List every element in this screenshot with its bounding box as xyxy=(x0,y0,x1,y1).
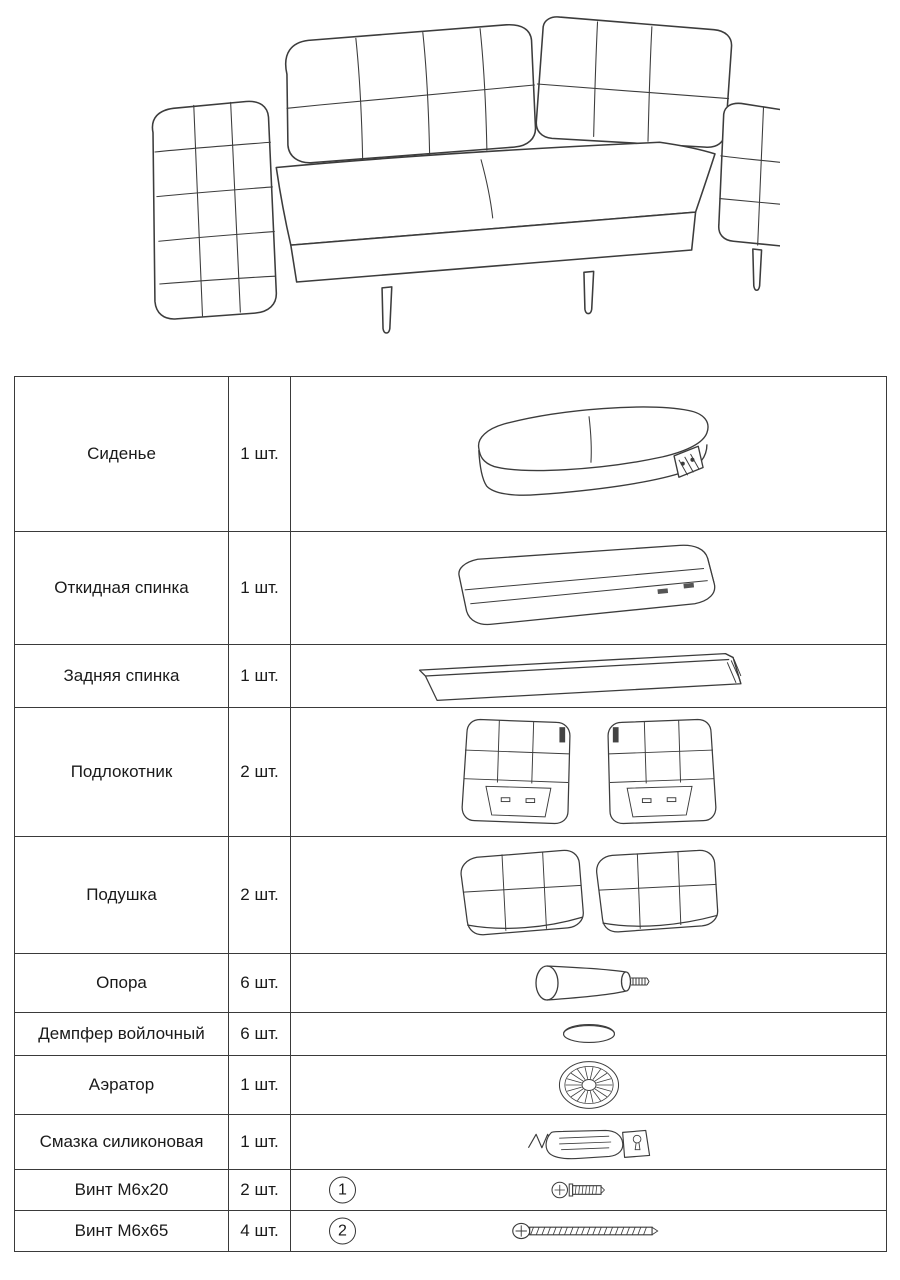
table-row-rear-back: Задняя спинка 1 шт. xyxy=(14,644,887,708)
part-qty: 2 шт. xyxy=(228,1169,291,1211)
part-name: Сиденье xyxy=(14,376,229,532)
part-name: Опора xyxy=(14,953,229,1013)
table-row-armrest: Подлокотник 2 шт. xyxy=(14,707,887,837)
part-illustration-cell xyxy=(290,376,887,532)
part-name: Подлокотник xyxy=(14,707,229,837)
assembled-sofa-section xyxy=(0,0,900,372)
table-row-felt-damper: Демпфер войлочный 6 шт. xyxy=(14,1012,887,1056)
table-row-silicone-grease: Смазка силиконовая 1 шт. xyxy=(14,1114,887,1170)
assembled-sofa-illustration xyxy=(151,16,780,334)
part-name: Откидная спинка xyxy=(14,531,229,645)
part-name: Демпфер войлочный xyxy=(14,1012,229,1056)
cushion-drawing-icon xyxy=(459,849,718,936)
part-qty: 1 шт. xyxy=(228,1055,291,1115)
table-row-leg-support: Опора 6 шт. xyxy=(14,953,887,1013)
armrest-drawing-icon xyxy=(461,718,716,825)
part-illustration-cell xyxy=(290,1012,887,1056)
screw-marker-1: 1 xyxy=(329,1176,356,1204)
part-qty: 6 шт. xyxy=(228,953,291,1013)
part-illustration-cell xyxy=(290,836,887,954)
parts-table: Сиденье 1 шт. xyxy=(14,376,887,1252)
screw-m6x20-drawing-icon xyxy=(551,1181,605,1199)
part-name: Винт М6х20 xyxy=(14,1169,229,1211)
part-qty: 1 шт. xyxy=(228,376,291,532)
part-illustration-cell xyxy=(290,1114,887,1170)
leg-support-drawing-icon xyxy=(534,965,650,1001)
part-illustration-cell xyxy=(290,644,887,708)
table-row-aerator: Аэратор 1 шт. xyxy=(14,1055,887,1115)
part-illustration-cell: 2 xyxy=(290,1210,887,1252)
part-qty: 2 шт. xyxy=(228,836,291,954)
part-illustration-cell: 1 xyxy=(290,1169,887,1211)
part-name: Задняя спинка xyxy=(14,644,229,708)
aerator-drawing-icon xyxy=(558,1061,619,1109)
seat-part-drawing-icon xyxy=(477,406,709,496)
part-illustration-cell xyxy=(290,707,887,837)
part-qty: 2 шт. xyxy=(228,707,291,837)
part-qty: 4 шт. xyxy=(228,1210,291,1252)
table-row-cushion: Подушка 2 шт. xyxy=(14,836,887,954)
screw-m6x65-drawing-icon xyxy=(511,1222,658,1240)
rear-back-panel-drawing-icon xyxy=(418,652,742,701)
part-qty: 1 шт. xyxy=(228,644,291,708)
part-name: Винт М6х65 xyxy=(14,1210,229,1252)
part-illustration-cell xyxy=(290,531,887,645)
folding-backrest-drawing-icon xyxy=(457,544,715,626)
felt-damper-drawing-icon xyxy=(562,1024,615,1044)
table-row-screw-m6x65: Винт М6х65 4 шт. 2 xyxy=(14,1210,887,1252)
part-illustration-cell xyxy=(290,953,887,1013)
part-name: Подушка xyxy=(14,836,229,954)
part-name: Аэратор xyxy=(14,1055,229,1115)
part-illustration-cell xyxy=(290,1055,887,1115)
table-row-screw-m6x20: Винт М6х20 2 шт. 1 xyxy=(14,1169,887,1211)
part-qty: 1 шт. xyxy=(228,531,291,645)
part-qty: 1 шт. xyxy=(228,1114,291,1170)
screw-marker-2: 2 xyxy=(329,1217,356,1245)
table-row-folding-backrest: Откидная спинка 1 шт. xyxy=(14,531,887,645)
table-row-seat: Сиденье 1 шт. xyxy=(14,376,887,532)
silicone-grease-drawing-icon xyxy=(527,1129,650,1160)
part-qty: 6 шт. xyxy=(228,1012,291,1056)
part-name: Смазка силиконовая xyxy=(14,1114,229,1170)
